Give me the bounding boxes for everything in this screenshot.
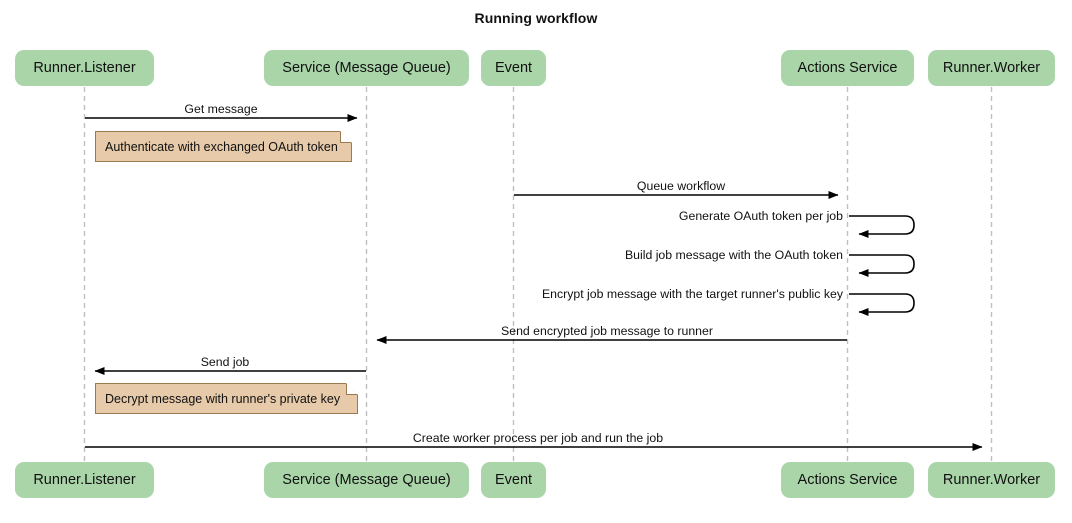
message-label-encrypt-job-message-with-the-target-runners-public-key: Encrypt job message with the target runn… xyxy=(541,287,843,301)
participant-top-actions-service[interactable]: Actions Service xyxy=(781,50,914,86)
participant-label: Runner.Worker xyxy=(942,60,1041,76)
participant-label: Actions Service xyxy=(797,60,898,76)
participant-bottom-actions-service[interactable]: Actions Service xyxy=(781,462,914,498)
participant-label: Runner.Listener xyxy=(33,60,136,76)
participant-bottom-runner-worker[interactable]: Runner.Worker xyxy=(928,462,1055,498)
self-loop-generate-oauth-token-per-job xyxy=(849,215,915,238)
participant-top-runner-listener[interactable]: Runner.Listener xyxy=(15,50,154,86)
participant-label: Runner.Worker xyxy=(942,472,1041,488)
message-label-build-job-message-with-the-oauth-token: Build job message with the OAuth token xyxy=(624,248,843,262)
note-label: Authenticate with exchanged OAuth token xyxy=(105,139,338,154)
note-label: Decrypt message with runner's private ke… xyxy=(105,391,341,406)
page-title: Running workflow xyxy=(474,10,598,26)
self-loop-encrypt-job-message-with-the-target-runners-public-key xyxy=(849,293,915,316)
message-label-queue-workflow: Queue workflow xyxy=(636,179,726,193)
message-label-create-worker-process-per-job-and-run-the-job: Create worker process per job and run th… xyxy=(412,431,664,445)
participant-label: Actions Service xyxy=(797,472,898,488)
participant-label: Event xyxy=(494,472,533,488)
participant-label: Runner.Listener xyxy=(33,472,136,488)
participant-bottom-event[interactable]: Event xyxy=(481,462,546,498)
participant-bottom-runner-listener[interactable]: Runner.Listener xyxy=(15,462,154,498)
participant-label: Service (Message Queue) xyxy=(282,60,451,76)
participant-label: Service (Message Queue) xyxy=(282,472,451,488)
note-decrypt-message-with-runners-private-key: Decrypt message with runner's private ke… xyxy=(95,383,358,414)
message-label-generate-oauth-token-per-job: Generate OAuth token per job xyxy=(678,209,843,223)
self-loop-build-job-message-with-the-oauth-token xyxy=(849,254,915,277)
participant-label: Event xyxy=(494,60,533,76)
participant-bottom-service-message-queue[interactable]: Service (Message Queue) xyxy=(264,462,469,498)
participant-top-service-message-queue[interactable]: Service (Message Queue) xyxy=(264,50,469,86)
message-label-send-encrypted-job-message-to-runner: Send encrypted job message to runner xyxy=(501,324,713,338)
note-authenticate-with-exchanged-oauth-token: Authenticate with exchanged OAuth token xyxy=(95,131,352,162)
message-label-get-message: Get message xyxy=(184,102,258,116)
participant-top-event[interactable]: Event xyxy=(481,50,546,86)
participant-top-runner-worker[interactable]: Runner.Worker xyxy=(928,50,1055,86)
message-label-send-job: Send job xyxy=(200,355,250,369)
